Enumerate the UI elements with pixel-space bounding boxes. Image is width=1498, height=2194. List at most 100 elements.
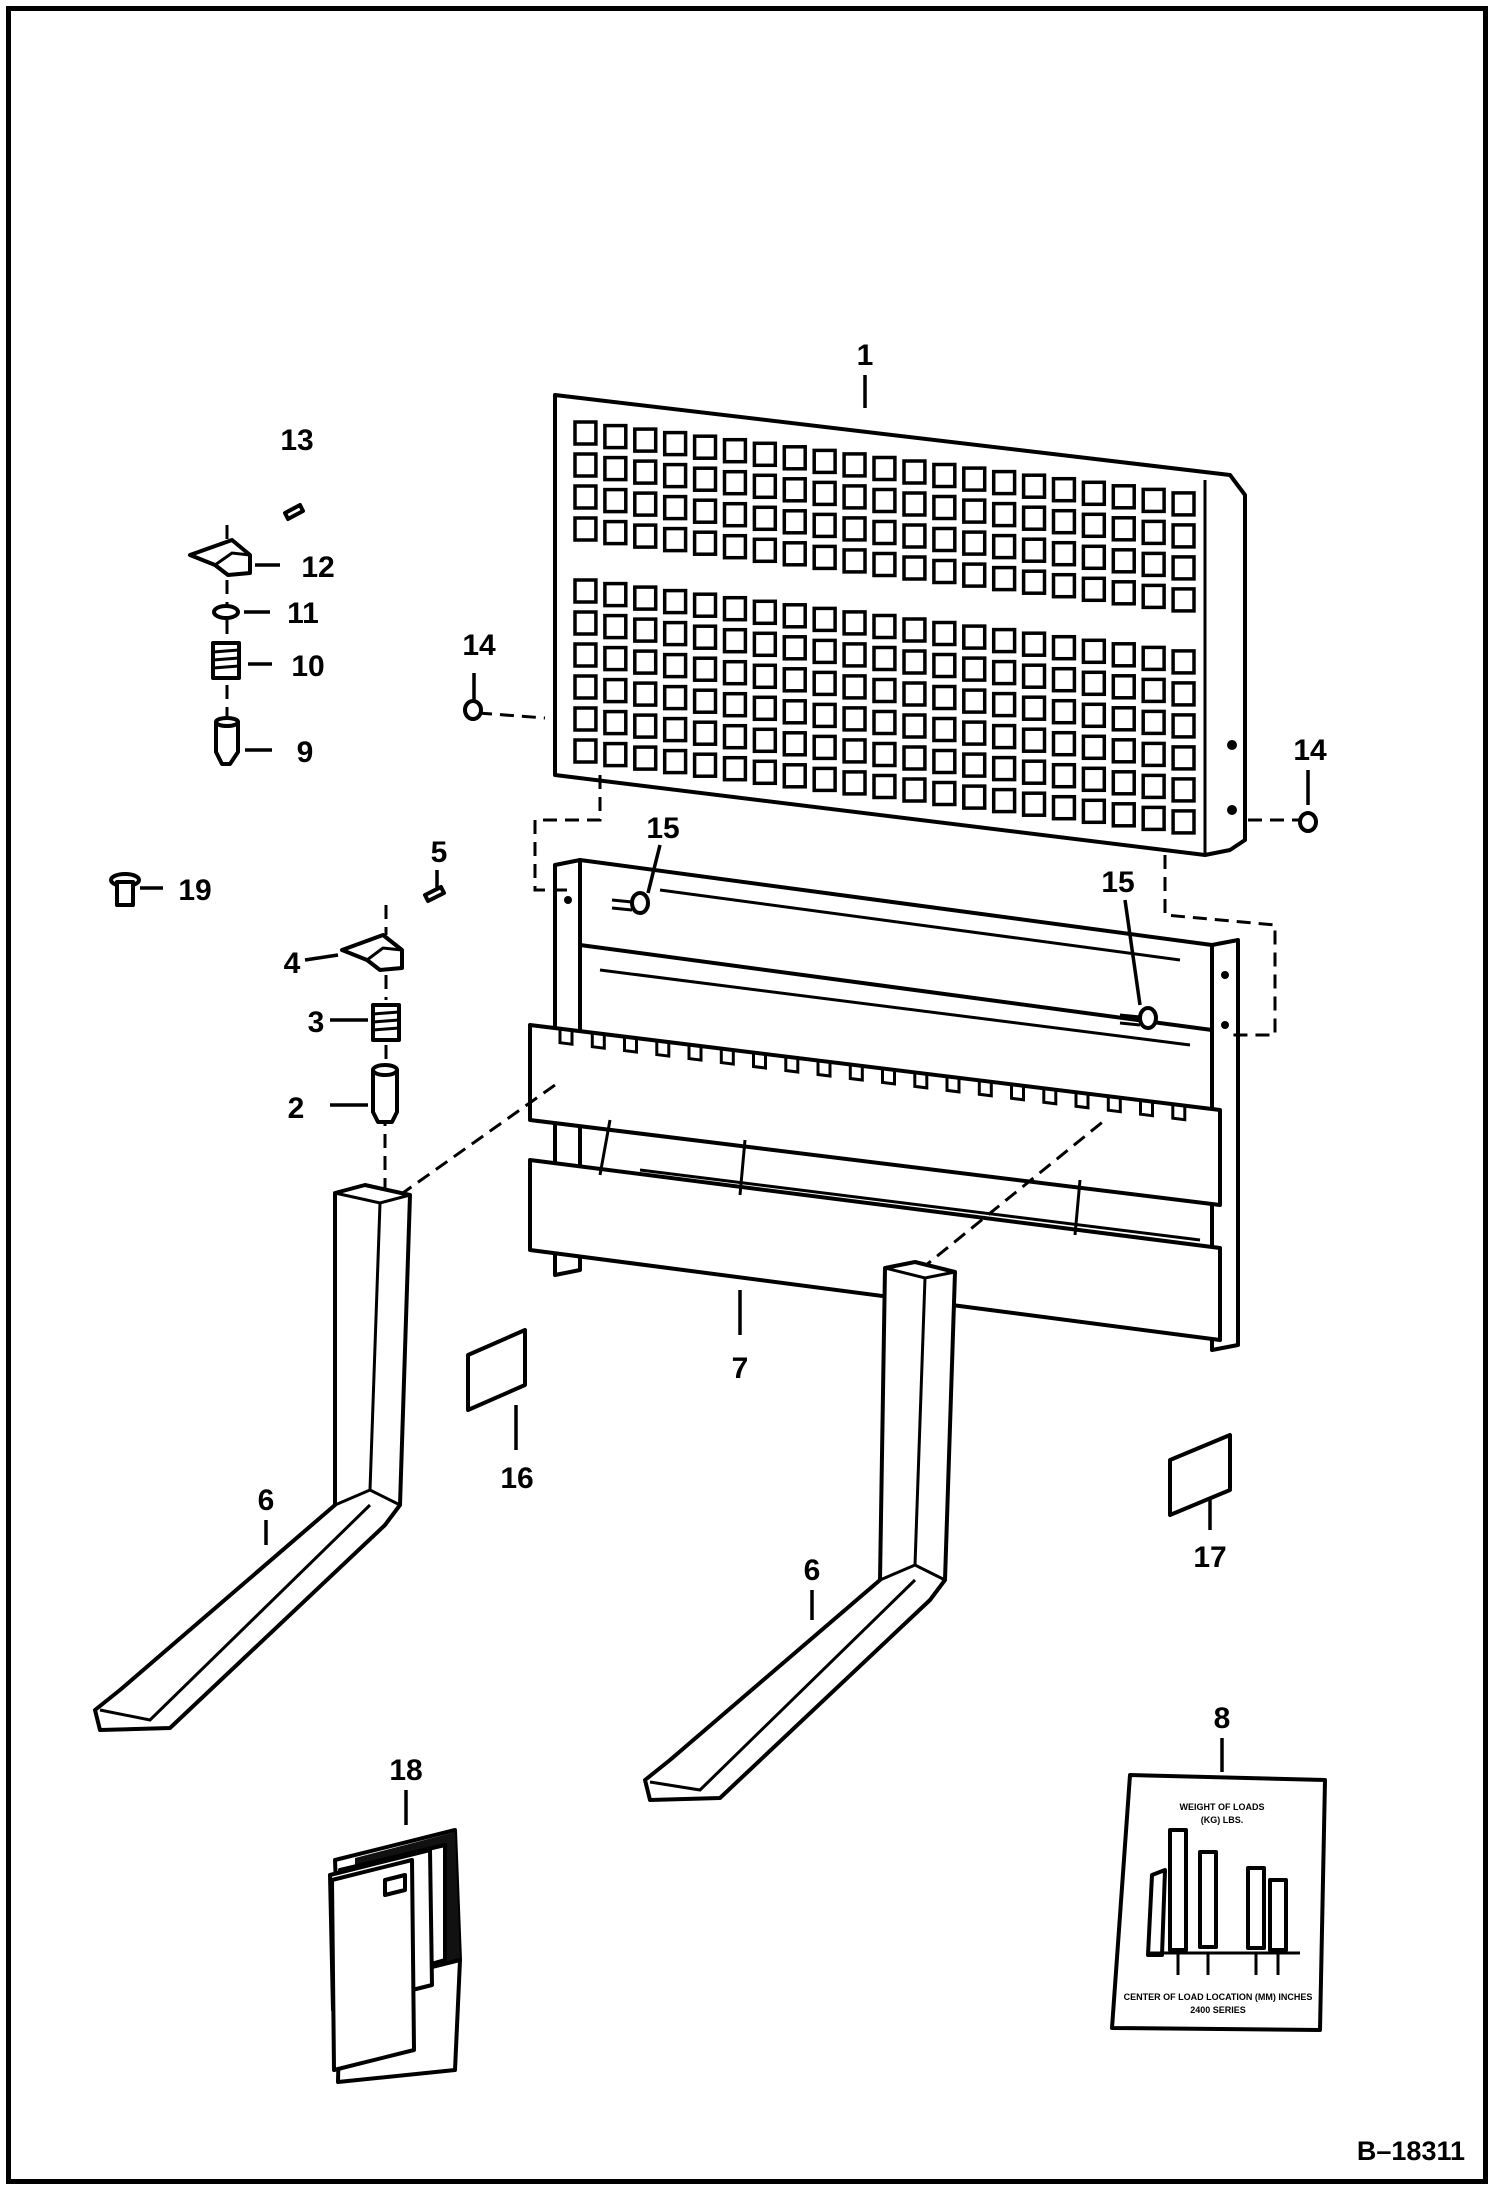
grille-opening: [1021, 505, 1047, 531]
grille-opening: [932, 780, 957, 807]
grille-opening: [752, 759, 778, 786]
grille-opening: [1081, 798, 1107, 825]
spring-10: [211, 641, 241, 680]
grille-opening: [812, 638, 837, 665]
grille-opening: [573, 674, 598, 700]
callout-14-right: 14: [1293, 734, 1327, 767]
grille-opening: [752, 663, 778, 690]
fork-left: [93, 1183, 412, 1732]
callout-6-left: 6: [258, 1484, 275, 1517]
grille-opening: [902, 649, 927, 675]
lock-pin-9: [214, 716, 240, 766]
grille-opening: [962, 498, 987, 524]
grille-opening: [722, 691, 748, 718]
roll-pin-5: [423, 885, 446, 903]
grille-opening: [1051, 572, 1077, 599]
nut-14-left: [463, 699, 483, 721]
grille-opening: [603, 741, 628, 768]
grille-opening: [932, 558, 957, 585]
callout-8: 8: [1214, 1702, 1231, 1735]
grille-opening: [1081, 670, 1107, 697]
grille-opening: [603, 487, 628, 514]
grille-opening: [662, 462, 688, 489]
callout-2: 2: [288, 1092, 305, 1125]
grille-opening: [633, 459, 658, 485]
grille-opening: [872, 773, 897, 800]
diagram-frame: [6, 6, 1488, 2184]
grille-opening: [782, 445, 807, 471]
grille-opening: [573, 452, 598, 478]
callout-13: 13: [280, 424, 313, 457]
grille-opening: [1171, 555, 1196, 581]
grille-opening: [692, 688, 718, 714]
grille-opening: [722, 533, 748, 560]
grille-opening: [842, 548, 867, 574]
callout-17: 17: [1193, 1541, 1226, 1574]
grille-opening: [692, 656, 718, 682]
grille-opening: [812, 448, 837, 475]
assembly-line: [399, 1083, 556, 1197]
grille-opening: [752, 537, 778, 564]
grille-opening: [1171, 523, 1196, 549]
grille-opening: [633, 745, 658, 771]
callout-16: 16: [500, 1462, 533, 1495]
spring-3: [371, 1003, 401, 1042]
grille-opening: [991, 755, 1017, 782]
grille-opening: [1051, 540, 1077, 567]
decal-16: [466, 1328, 527, 1412]
grille-opening: [1111, 516, 1136, 542]
grille-opening: [782, 635, 807, 661]
grille-opening: [902, 745, 927, 771]
grille-opening: [902, 555, 927, 581]
grille-opening: [962, 784, 987, 810]
grille-opening: [603, 613, 628, 640]
grille-opening: [782, 731, 807, 757]
grille-opening: [1111, 770, 1136, 796]
grille-opening: [902, 523, 927, 549]
grille-opening: [962, 688, 987, 714]
grille-opening: [752, 695, 778, 722]
grille-opening: [902, 617, 927, 643]
grille-opening: [782, 699, 807, 725]
grille-opening: [902, 713, 927, 739]
grille-opening: [573, 484, 598, 510]
washer-11: [212, 604, 240, 620]
grille-opening: [722, 469, 748, 496]
grille-opening: [662, 526, 688, 553]
grille-opening: [902, 777, 927, 803]
plug-19: [109, 872, 141, 907]
grille-opening: [1141, 741, 1166, 768]
grille-opening: [573, 738, 598, 764]
grille-opening: [752, 441, 778, 468]
grille-opening: [1051, 666, 1077, 693]
grille-opening: [1081, 544, 1107, 571]
callout-15-right: 15: [1101, 866, 1134, 899]
grille-opening: [1021, 631, 1047, 657]
grille-opening: [991, 691, 1017, 718]
assembly-line: [919, 1118, 1106, 1272]
grille-opening: [1081, 576, 1107, 603]
grille-opening: [1171, 587, 1196, 613]
grille-opening: [902, 491, 927, 517]
callout-4: 4: [284, 947, 301, 980]
operators-manual-18: [328, 1828, 462, 2084]
grille-opening: [1111, 706, 1136, 732]
callout-15-left: 15: [646, 812, 679, 845]
fork-right: [643, 1260, 957, 1802]
grille-opening: [962, 656, 987, 682]
grille-opening: [1021, 473, 1047, 499]
assembly-line: [533, 775, 602, 892]
grille-opening: [842, 516, 867, 542]
grille-opening: [752, 505, 778, 532]
grille-opening: [1021, 791, 1047, 817]
nut-14-right: [1298, 811, 1318, 833]
grille-opening: [962, 530, 987, 556]
grille-opening: [932, 620, 957, 647]
latch-12: [188, 538, 252, 577]
grille-opening: [692, 434, 718, 460]
grille-opening: [1081, 702, 1107, 729]
grille-opening: [1171, 745, 1196, 771]
grille-opening: [1171, 777, 1196, 803]
grille-opening: [1141, 709, 1166, 736]
grille-opening: [842, 642, 867, 668]
